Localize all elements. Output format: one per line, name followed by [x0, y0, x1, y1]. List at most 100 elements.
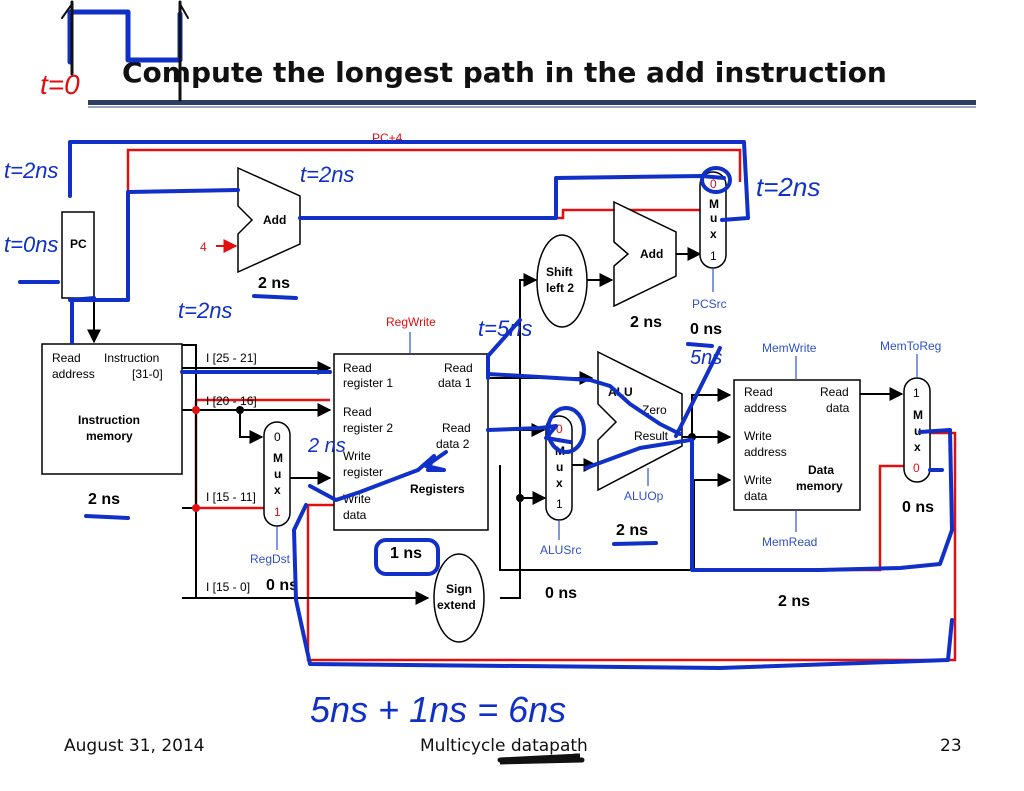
title-rule	[88, 100, 976, 105]
svg-text:data: data	[343, 508, 367, 522]
register-file: Read register 1 Read register 2 Write re…	[333, 353, 489, 531]
pc-label: PC	[70, 237, 87, 251]
title-rule-shadow	[88, 106, 976, 108]
ink-2ns-regs: 2 ns	[307, 435, 346, 457]
delay-sign-extend: 1 ns	[390, 545, 422, 562]
svg-text:Instruction: Instruction	[78, 413, 140, 427]
svg-text:u: u	[710, 211, 717, 225]
control-ticks	[276, 268, 918, 550]
svg-text:data 2: data 2	[436, 437, 470, 451]
ink-regs-time: t=5ns	[478, 316, 532, 341]
regdst-mux: 0 M u x 1	[263, 421, 291, 527]
svg-text:Read: Read	[343, 361, 372, 375]
svg-text:address: address	[52, 367, 95, 381]
svg-text:1: 1	[710, 249, 717, 263]
svg-text:0: 0	[913, 461, 920, 475]
svg-text:Read: Read	[744, 385, 773, 399]
field-rd: I [15 - 11]	[206, 490, 256, 504]
svg-text:x: x	[710, 227, 717, 241]
svg-text:memory: memory	[796, 479, 843, 493]
svg-text:M: M	[913, 408, 923, 422]
footer-date: August 31, 2014	[64, 736, 205, 756]
delay-branch-adder: 2 ns	[630, 314, 662, 331]
svg-text:Zero: Zero	[642, 403, 667, 417]
svg-text:0: 0	[710, 177, 717, 191]
svg-text:left 2: left 2	[546, 281, 574, 295]
ink-underlines	[84, 294, 714, 546]
svg-text:M: M	[709, 197, 719, 211]
svg-text:0: 0	[274, 430, 281, 444]
footer-title: Multicycle datapath	[420, 736, 588, 756]
svg-text:x: x	[914, 440, 921, 454]
delay-alusrc-mux: 0 ns	[545, 585, 577, 602]
pc-adder: Add	[237, 166, 301, 274]
svg-text:1: 1	[913, 386, 920, 400]
delay-regdst-mux: 0 ns	[266, 577, 298, 594]
ink-critical-path	[18, 140, 954, 670]
svg-text:Shift: Shift	[546, 265, 573, 279]
memtoreg-label: MemToReg	[880, 339, 941, 353]
svg-text:Read: Read	[820, 385, 849, 399]
shift-left-2: Shift left 2	[536, 234, 588, 328]
svg-text:1: 1	[556, 497, 563, 511]
svg-text:Registers: Registers	[410, 482, 465, 496]
svg-text:Read: Read	[442, 421, 471, 435]
regdst-label: RegDst	[250, 552, 291, 566]
ink-timing-diagram	[61, 0, 189, 102]
memread-label: MemRead	[762, 535, 817, 549]
junction-dot	[192, 504, 200, 512]
delay-alu: 2 ns	[616, 522, 648, 539]
ink-adder-time: t=2ns	[300, 162, 354, 187]
add-top-label: Add	[263, 213, 286, 227]
svg-text:data 1: data 1	[438, 376, 472, 390]
svg-text:[31-0]: [31-0]	[132, 367, 163, 381]
svg-text:u: u	[556, 460, 563, 474]
ink-scribble	[497, 753, 585, 765]
alu: ALU Zero Result	[597, 350, 683, 492]
svg-text:address: address	[744, 401, 787, 415]
const-4-label: 4	[200, 240, 207, 254]
svg-text:Sign: Sign	[446, 582, 472, 596]
memwrite-label: MemWrite	[762, 341, 817, 355]
ink-pc-time: t=0ns	[4, 232, 58, 257]
junction-dot	[236, 406, 244, 414]
svg-text:register 1: register 1	[343, 376, 393, 390]
regwrite-label: RegWrite	[386, 315, 436, 329]
ink-pcmux-time: t=2ns	[756, 172, 820, 202]
ink-imem-time: t=2ns	[178, 298, 232, 323]
svg-text:register 2: register 2	[343, 421, 393, 435]
svg-text:Read: Read	[343, 405, 372, 419]
sign-extend: Sign extend	[433, 553, 485, 643]
delay-data-memory: 2 ns	[778, 593, 810, 610]
svg-text:address: address	[744, 445, 787, 459]
svg-text:data: data	[744, 489, 768, 503]
field-rs: I [25 - 21]	[206, 351, 257, 365]
svg-text:0: 0	[556, 422, 563, 436]
page-number: 23	[940, 736, 962, 756]
svg-text:u: u	[914, 424, 921, 438]
aluop-label: ALUOp	[624, 489, 664, 503]
add-branch-label: Add	[640, 247, 663, 261]
svg-text:Read: Read	[52, 351, 81, 365]
svg-text:Data: Data	[808, 463, 834, 477]
svg-text:extend: extend	[437, 598, 476, 612]
ink-total: 5ns + 1ns = 6ns	[310, 689, 566, 730]
svg-text:Result: Result	[634, 429, 669, 443]
svg-text:Write: Write	[744, 473, 772, 487]
ink-alu-in-time: 5ns	[690, 347, 722, 369]
svg-text:data: data	[826, 401, 850, 415]
instruction-memory: Read address Instruction [31-0] Instruct…	[41, 343, 183, 475]
ink-t0: t=0	[40, 69, 80, 100]
svg-text:Read: Read	[444, 361, 473, 375]
alusrc-label: ALUSrc	[540, 543, 581, 557]
delay-instruction-memory: 2 ns	[88, 491, 120, 508]
svg-text:u: u	[274, 467, 281, 481]
svg-text:Write: Write	[744, 429, 772, 443]
ink-pc4-time: t=2ns	[4, 158, 58, 183]
branch-adder: Add	[613, 200, 677, 308]
delay-memtoreg-mux: 0 ns	[902, 499, 934, 516]
svg-text:1: 1	[274, 505, 281, 519]
slide-title: Compute the longest path in the add inst…	[122, 56, 887, 89]
svg-text:memory: memory	[86, 429, 133, 443]
